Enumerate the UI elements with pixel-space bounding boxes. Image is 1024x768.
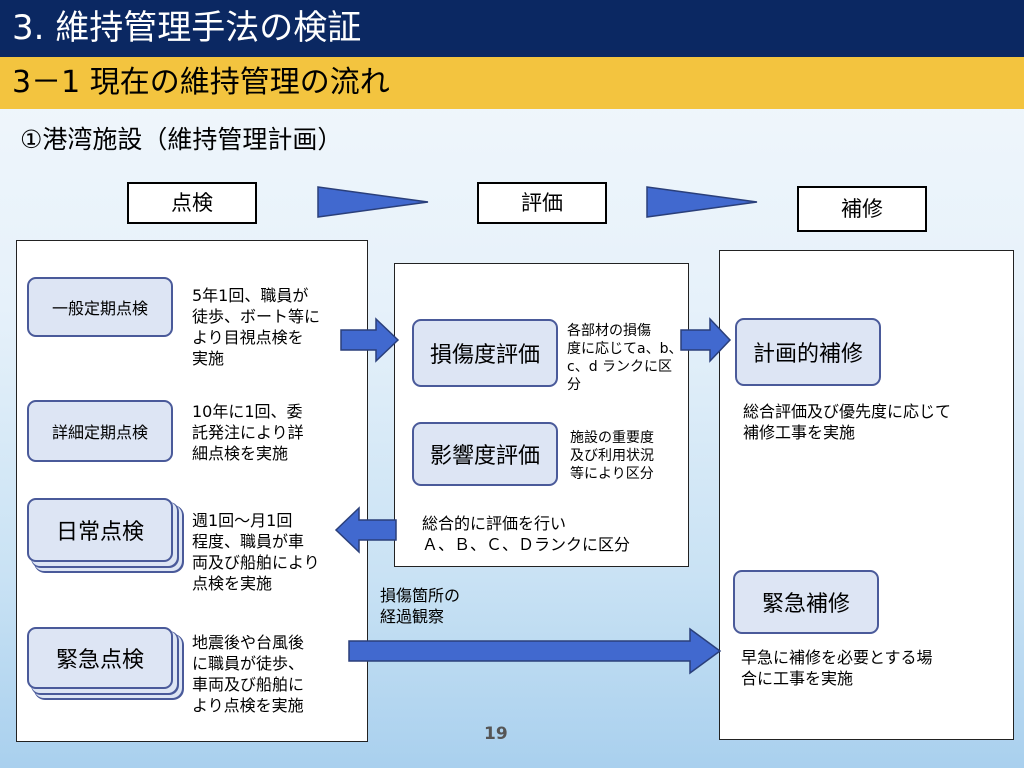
- general-inspection-desc: 5年1回、職員が 徒歩、ボート等に より目視点検を 実施: [192, 286, 321, 368]
- stage-evaluation-box: 評価: [477, 182, 607, 224]
- observation-note: 損傷箇所の 経過観察: [380, 586, 461, 626]
- section-heading: ①港湾施設（維持管理計画）: [20, 125, 343, 154]
- stage-arrow-1: [317, 186, 429, 218]
- damage-evaluation-node: 損傷度評価: [412, 319, 558, 387]
- evaluation-summary: 総合的に評価を行い Ａ、Ｂ、Ｃ、Ｄランクに区分: [422, 514, 631, 554]
- emergency-inspection-desc: 地震後や台風後 に職員が徒歩、 車両及び船舶に より点検を実施: [192, 633, 305, 715]
- impact-evaluation-node: 影響度評価: [412, 422, 558, 486]
- damage-evaluation-desc: 各部材の損傷 度に応じてa、b、 c、d ランクに区 分: [567, 323, 683, 393]
- general-inspection-node: 一般定期点検: [27, 277, 173, 337]
- page-number: 19: [484, 724, 508, 744]
- emergency-to-repair-arrow: [348, 627, 722, 675]
- emergency-repair-node: 緊急補修: [733, 570, 879, 634]
- daily-inspection-desc: 週1回～月1回 程度、職員が車 両及び船舶により 点検を実施: [192, 511, 320, 593]
- detailed-inspection-desc: 10年に1回、委 託発注により詳 細点検を実施: [192, 402, 304, 463]
- planned-repair-desc: 総合評価及び優先度に応じて 補修工事を実施: [743, 402, 952, 442]
- slide-title: 3. 維持管理手法の検証: [0, 0, 1024, 57]
- slide-subtitle: 3－1 現在の維持管理の流れ: [0, 57, 1024, 109]
- emergency-inspection-node: 緊急点検: [27, 627, 173, 689]
- impact-evaluation-desc: 施設の重要度 及び利用状況 等により区分: [570, 430, 654, 482]
- emergency-repair-desc: 早急に補修を必要とする場 合に工事を実施: [741, 648, 933, 688]
- daily-inspection-node: 日常点検: [27, 498, 173, 562]
- stage-repair-box: 補修: [797, 186, 927, 232]
- inspection-to-evaluation-arrow: [340, 317, 400, 363]
- stage-inspection-box: 点検: [127, 182, 257, 224]
- evaluation-to-repair-arrow: [680, 317, 732, 363]
- planned-repair-node: 計画的補修: [735, 318, 881, 386]
- stage-arrow-2: [646, 186, 758, 218]
- detailed-inspection-node: 詳細定期点検: [27, 400, 173, 462]
- evaluation-panel: [394, 263, 689, 567]
- evaluation-to-daily-arrow: [334, 506, 397, 554]
